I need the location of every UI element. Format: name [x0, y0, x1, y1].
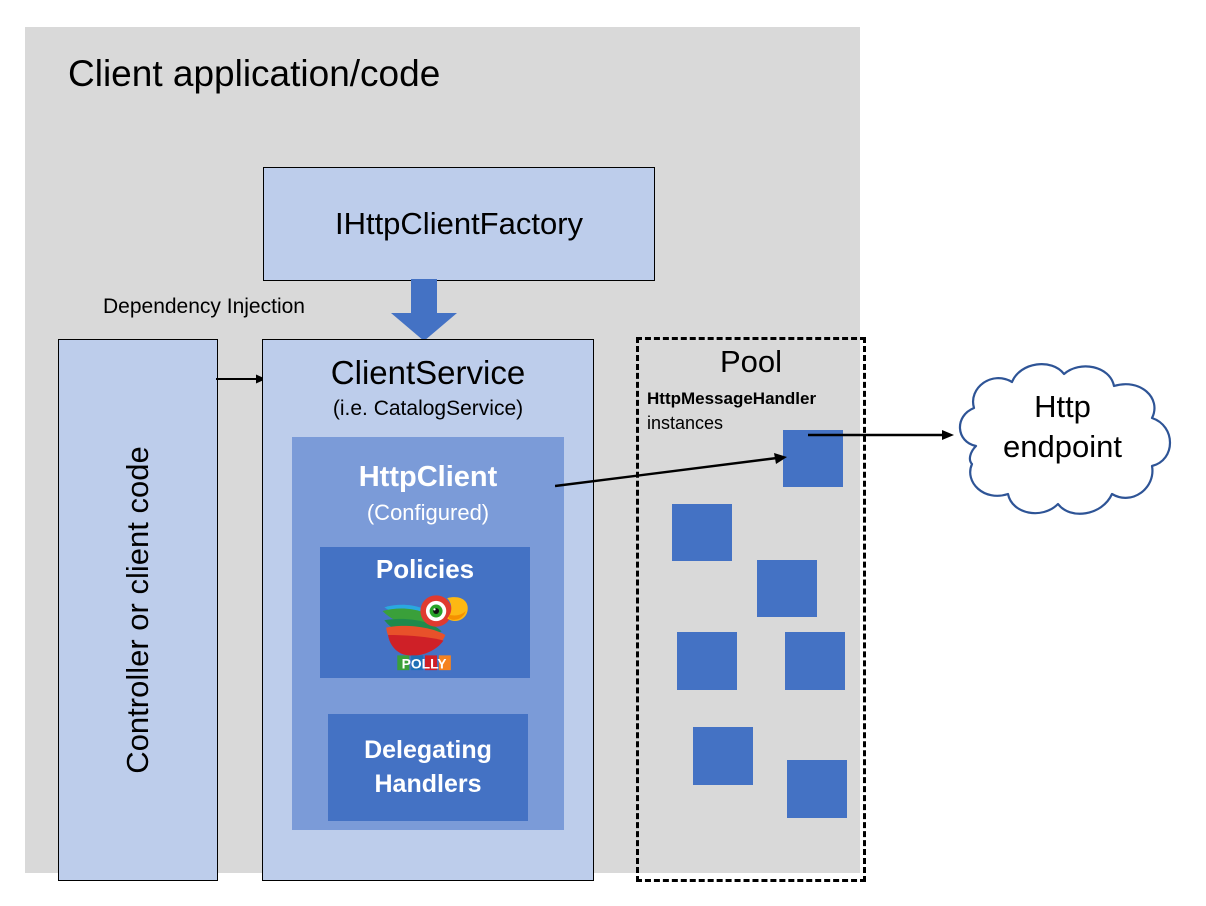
httpclient-to-pool-arrow-icon: [555, 453, 787, 488]
clientservice-box: ClientService (i.e. CatalogService) Http…: [262, 339, 594, 881]
handler-instance-square: [785, 632, 845, 690]
http-endpoint-line1: Http: [1034, 389, 1091, 424]
clientservice-subtitle: (i.e. CatalogService): [332, 397, 524, 420]
httpclient-subtitle: (Configured): [366, 500, 490, 525]
handler-instance-square: [672, 504, 732, 561]
pool-to-endpoint-arrow-icon: [808, 430, 954, 440]
policies-box: Policies: [320, 547, 530, 678]
http-endpoint-label: Http endpoint: [940, 387, 1185, 468]
client-application-panel: Client application/code IHttpClientFacto…: [25, 27, 866, 882]
delegating-handlers-line2: Handlers: [374, 769, 482, 798]
http-endpoint-cloud: Http endpoint: [940, 360, 1185, 525]
dependency-injection-arrow-icon: [391, 279, 457, 341]
httpclient-box: HttpClient (Configured) Policies: [292, 437, 564, 830]
pool-title: Pool: [719, 344, 783, 379]
pool-box: Pool HttpMessageHandler instances: [636, 337, 866, 882]
clientservice-title: ClientService: [330, 354, 526, 391]
cloud-shape-icon: [958, 363, 1172, 515]
dependency-injection-label: Dependency Injection: [103, 295, 305, 318]
handler-instance-square: [783, 430, 843, 487]
ihttpclientfactory-label: IHttpClientFactory: [334, 206, 584, 241]
polly-parrot-logo-icon: POLLY: [382, 595, 468, 671]
handler-instance-square: [757, 560, 817, 617]
handler-instance-square: [787, 760, 847, 818]
handler-instance-square: [677, 632, 737, 690]
controller-or-client-code-box: Controller or client code: [58, 339, 218, 881]
controller-or-client-code-label: Controller or client code: [120, 446, 155, 774]
controller-to-clientservice-arrow-icon: [216, 374, 266, 384]
httpclient-title: HttpClient: [358, 461, 498, 493]
http-endpoint-line2: endpoint: [1003, 429, 1122, 465]
policies-title: Policies: [375, 554, 475, 584]
pool-subtitle-plain: instances: [647, 413, 724, 433]
pool-subtitle-bold: HttpMessageHandler: [647, 389, 817, 408]
handler-instance-square: [693, 727, 753, 785]
ihttpclientfactory-box: IHttpClientFactory: [263, 167, 655, 281]
client-application-title: Client application/code: [68, 53, 441, 94]
delegating-handlers-line1: Delegating: [364, 735, 492, 764]
delegating-handlers-box: Delegating Handlers: [328, 714, 528, 821]
svg-text:POLLY: POLLY: [402, 655, 448, 671]
